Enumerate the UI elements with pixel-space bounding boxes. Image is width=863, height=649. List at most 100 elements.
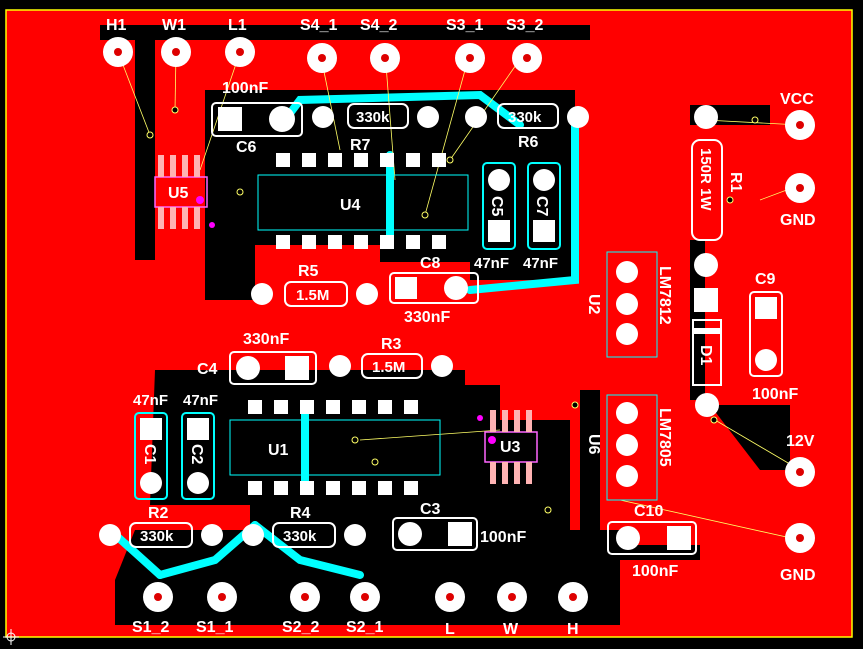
value-c8: 330nF bbox=[404, 309, 450, 326]
connector-pad[interactable] bbox=[370, 43, 400, 73]
label-r1: R1 bbox=[727, 172, 744, 193]
connector-label-h: H bbox=[567, 621, 579, 638]
label-r6: R6 bbox=[518, 134, 539, 151]
ic-u5[interactable]: U5 bbox=[154, 155, 215, 229]
capacitor-c3[interactable]: C3 100nF bbox=[392, 501, 526, 551]
ic-u1[interactable]: U1 bbox=[229, 400, 441, 495]
connector-label-vcc: VCC bbox=[780, 91, 814, 108]
capacitor-c6[interactable]: 100nF C6 bbox=[211, 80, 303, 156]
connector-label-s4-1: S4_1 bbox=[300, 17, 337, 34]
capacitor-c9[interactable]: C9 100nF bbox=[749, 271, 798, 403]
connector-label-gnd-1: GND bbox=[780, 212, 816, 229]
connector-pad[interactable] bbox=[512, 43, 542, 73]
connector-pad[interactable] bbox=[785, 173, 815, 203]
value-c5: 47nF bbox=[474, 255, 509, 272]
capacitor-c2[interactable]: C2 bbox=[181, 412, 215, 500]
value-u2: LM7812 bbox=[656, 266, 673, 325]
label-c5: C5 bbox=[488, 196, 505, 217]
value-c2: 47nF bbox=[183, 392, 218, 409]
label-u4: U4 bbox=[340, 197, 361, 214]
connector-label-w: W bbox=[503, 621, 519, 638]
capacitor-c5[interactable]: C5 bbox=[482, 162, 516, 250]
connector-pad[interactable] bbox=[558, 582, 588, 612]
value-r3: 1.5M bbox=[372, 359, 405, 376]
connector-pad[interactable] bbox=[785, 457, 815, 487]
connector-pad[interactable] bbox=[455, 43, 485, 73]
connector-label-l1: L1 bbox=[228, 17, 247, 34]
connector-label-s3-2: S3_2 bbox=[506, 17, 543, 34]
connector-pad[interactable] bbox=[207, 582, 237, 612]
label-c4: C4 bbox=[197, 361, 218, 378]
connectors-top: H1 W1 L1 S4_1 S4_2 S3_1 S3_2 bbox=[103, 17, 543, 73]
resistor-r1[interactable]: 150R 1W R1 bbox=[691, 105, 744, 277]
value-r4: 330k bbox=[283, 528, 317, 545]
connector-pad[interactable] bbox=[785, 110, 815, 140]
connector-pad[interactable] bbox=[143, 582, 173, 612]
resistor-r7[interactable]: 330k R7 bbox=[312, 103, 439, 154]
resistor-r2[interactable]: 330k R2 bbox=[99, 505, 223, 548]
value-r2: 330k bbox=[140, 528, 174, 545]
connector-pad[interactable] bbox=[350, 582, 380, 612]
origin-marker-icon bbox=[3, 629, 19, 645]
connector-pad[interactable] bbox=[307, 43, 337, 73]
connector-pad[interactable] bbox=[785, 523, 815, 553]
regulator-u2[interactable]: U2 LM7812 bbox=[585, 251, 673, 358]
connector-pad[interactable] bbox=[497, 582, 527, 612]
label-c7: C7 bbox=[533, 196, 550, 217]
connector-label-gnd-2: GND bbox=[780, 567, 816, 584]
value-r1: 150R 1W bbox=[697, 148, 714, 211]
label-r7: R7 bbox=[350, 137, 371, 154]
capacitor-c10[interactable]: C10 100nF bbox=[607, 503, 697, 580]
resistor-r4[interactable]: 330k R4 bbox=[242, 505, 366, 548]
label-u2: U2 bbox=[585, 294, 602, 315]
label-r5: R5 bbox=[298, 263, 319, 280]
capacitor-c7[interactable]: C7 bbox=[527, 162, 561, 250]
value-c4: 330nF bbox=[243, 331, 289, 348]
label-c10: C10 bbox=[634, 503, 663, 520]
value-c7: 47nF bbox=[523, 255, 558, 272]
ic-u3[interactable]: U3 bbox=[477, 410, 538, 484]
connector-label-s1-2: S1_2 bbox=[132, 619, 169, 636]
connector-label-l: L bbox=[445, 621, 455, 638]
value-u6: LM7805 bbox=[656, 408, 673, 467]
label-c9: C9 bbox=[755, 271, 776, 288]
label-u1: U1 bbox=[268, 442, 289, 459]
connector-label-12v: 12V bbox=[786, 433, 815, 450]
connector-label-w1: W1 bbox=[162, 17, 186, 34]
connector-pad[interactable] bbox=[161, 37, 191, 67]
value-c9: 100nF bbox=[752, 386, 798, 403]
value-c10: 100nF bbox=[632, 563, 678, 580]
label-c1: C1 bbox=[141, 444, 158, 465]
value-r6: 330k bbox=[508, 109, 542, 126]
connector-pad[interactable] bbox=[225, 37, 255, 67]
label-c8: C8 bbox=[420, 255, 441, 272]
capacitor-c8[interactable]: C8 330nF bbox=[389, 255, 479, 326]
connector-pad[interactable] bbox=[103, 37, 133, 67]
resistor-r6[interactable]: 330k R6 bbox=[465, 103, 589, 151]
label-r2: R2 bbox=[148, 505, 169, 522]
connector-label-s2-1: S2_1 bbox=[346, 619, 383, 636]
label-c2: C2 bbox=[188, 444, 205, 465]
capacitor-c1[interactable]: C1 bbox=[134, 412, 168, 500]
ic-u4[interactable]: U4 bbox=[257, 153, 469, 249]
value-r7: 330k bbox=[356, 109, 390, 126]
connector-pad[interactable] bbox=[435, 582, 465, 612]
value-c6: 100nF bbox=[222, 80, 268, 97]
label-r4: R4 bbox=[290, 505, 311, 522]
connector-label-s2-2: S2_2 bbox=[282, 619, 319, 636]
resistor-r3[interactable]: 1.5M R3 bbox=[329, 336, 453, 379]
label-d1: D1 bbox=[697, 345, 714, 366]
diode-d1[interactable]: D1 bbox=[692, 288, 722, 417]
capacitor-c4[interactable]: 330nF C4 bbox=[197, 331, 317, 385]
connectors-bottom: S1_2 S1_1 S2_2 S2_1 L W H bbox=[132, 582, 588, 638]
label-u6: U6 bbox=[585, 434, 602, 455]
board-outline bbox=[5, 9, 853, 638]
regulator-u6[interactable]: U6 LM7805 bbox=[585, 394, 673, 501]
connector-label-s1-1: S1_1 bbox=[196, 619, 233, 636]
connectors-right: VCC GND 12V GND bbox=[780, 91, 816, 584]
resistor-r5[interactable]: 1.5M R5 bbox=[251, 263, 378, 307]
value-r5: 1.5M bbox=[296, 287, 329, 304]
connector-pad[interactable] bbox=[290, 582, 320, 612]
vias bbox=[146, 106, 759, 514]
connector-label-s3-1: S3_1 bbox=[446, 17, 483, 34]
